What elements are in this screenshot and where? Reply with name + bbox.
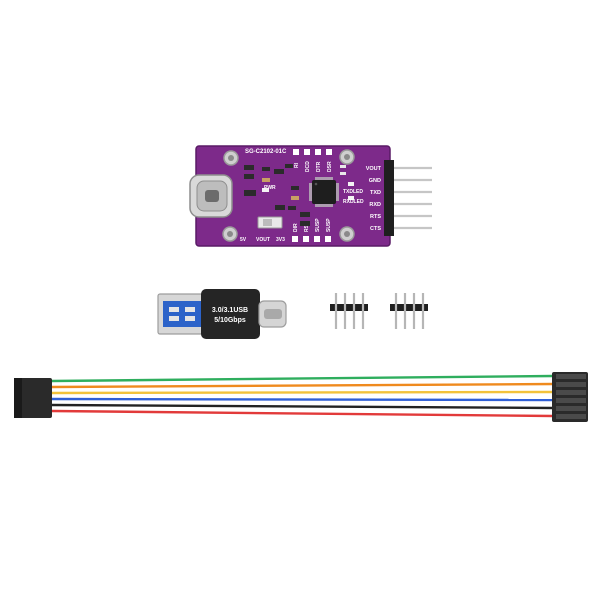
rxdled-label: RXDLED <box>343 199 364 205</box>
pwr-label: PWR <box>264 185 276 191</box>
jumper-wires <box>51 374 554 418</box>
txdled-label: TXDLED <box>343 189 363 195</box>
pin-label-txd: TXD <box>370 190 381 196</box>
jumper-wire <box>51 409 554 418</box>
jumper-wire <box>51 374 554 383</box>
pin-label-ri: RI <box>294 162 300 168</box>
pin-label-rts: RTS <box>370 214 381 220</box>
pin-label-dcd: DCD <box>305 161 311 172</box>
usb-c-port <box>189 174 233 218</box>
pin-label-gnd: GND <box>369 178 381 184</box>
adapter-label-line2: 5/10Gbps <box>214 317 246 324</box>
right-pin-header <box>384 160 432 236</box>
board-title: SG-C2102-01C <box>245 149 287 155</box>
pin-label-dsr: DSR <box>327 161 333 172</box>
pin-label-susp-1: SUSP <box>315 218 321 232</box>
jumper-cable <box>14 372 588 422</box>
adapter-label-line1: 3.0/3.1USB <box>212 307 248 314</box>
mounting-holes <box>222 149 355 242</box>
bottom-header-pads <box>292 236 331 242</box>
jumper-wire <box>51 390 554 395</box>
jumper-wire <box>51 403 554 410</box>
voltage-switch <box>257 216 283 229</box>
switch-label-3v3: 3V3 <box>276 237 285 243</box>
switch-label-vout: VOUT <box>256 237 270 243</box>
top-header-pads <box>293 149 332 155</box>
usb-uart-board: SG-C2102-01C RI DCD DTR DSR DIR RST SUSP… <box>189 145 432 247</box>
pin-label-susp-2: SUSP <box>326 218 332 232</box>
pin-label-vout: VOUT <box>366 166 382 172</box>
pin-label-rxd: RXD <box>369 202 381 208</box>
pin-label-dir: DIR <box>293 223 299 232</box>
cp2102-chip <box>309 177 339 207</box>
pin-label-dtr: DTR <box>316 161 322 172</box>
smd-components <box>244 164 346 226</box>
jumper-wire <box>51 397 554 402</box>
led-indicators <box>262 182 354 200</box>
pin-label-rst: RST <box>304 222 310 232</box>
pin-header-left <box>330 293 368 329</box>
left-connector <box>14 378 52 418</box>
pin-label-cts: CTS <box>370 226 381 232</box>
usb-a-to-c-adapter: 3.0/3.1USB 5/10Gbps <box>157 289 287 339</box>
pin-header-right <box>390 293 428 329</box>
adapter-body <box>201 289 260 339</box>
switch-label-5v: 5V <box>240 237 247 243</box>
jumper-wire <box>51 382 554 389</box>
